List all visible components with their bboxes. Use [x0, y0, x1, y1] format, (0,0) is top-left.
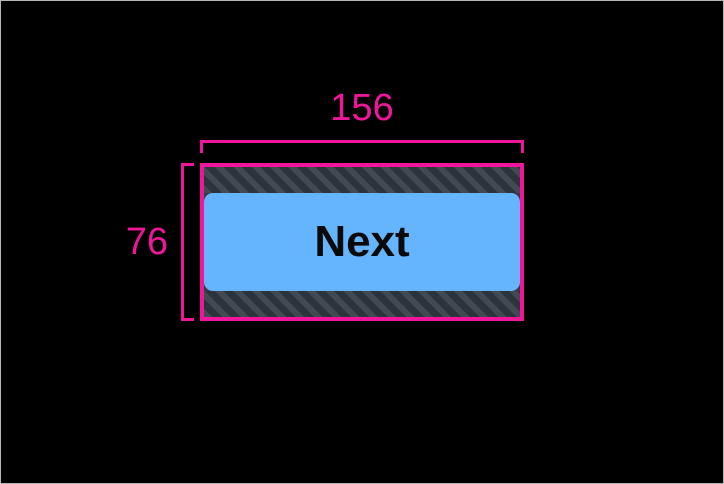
width-measurement-label: 156	[330, 87, 394, 129]
vertical-dimension-bracket-icon	[181, 163, 184, 321]
height-bracket-start-tick	[181, 163, 194, 166]
width-dimension-bracket	[200, 140, 524, 153]
width-bracket-end-tick	[521, 140, 524, 153]
measured-element-outline: Next	[200, 163, 524, 321]
height-bracket-end-tick	[181, 318, 194, 321]
next-button[interactable]: Next	[204, 193, 520, 291]
height-measurement-label: 76	[125, 221, 168, 263]
padding-band-top	[204, 167, 520, 193]
next-button-label: Next	[314, 217, 410, 266]
horizontal-dimension-bracket-icon	[200, 140, 524, 143]
width-bracket-start-tick	[200, 140, 203, 153]
padding-band-bottom	[204, 291, 520, 317]
height-dimension-bracket	[181, 163, 194, 321]
